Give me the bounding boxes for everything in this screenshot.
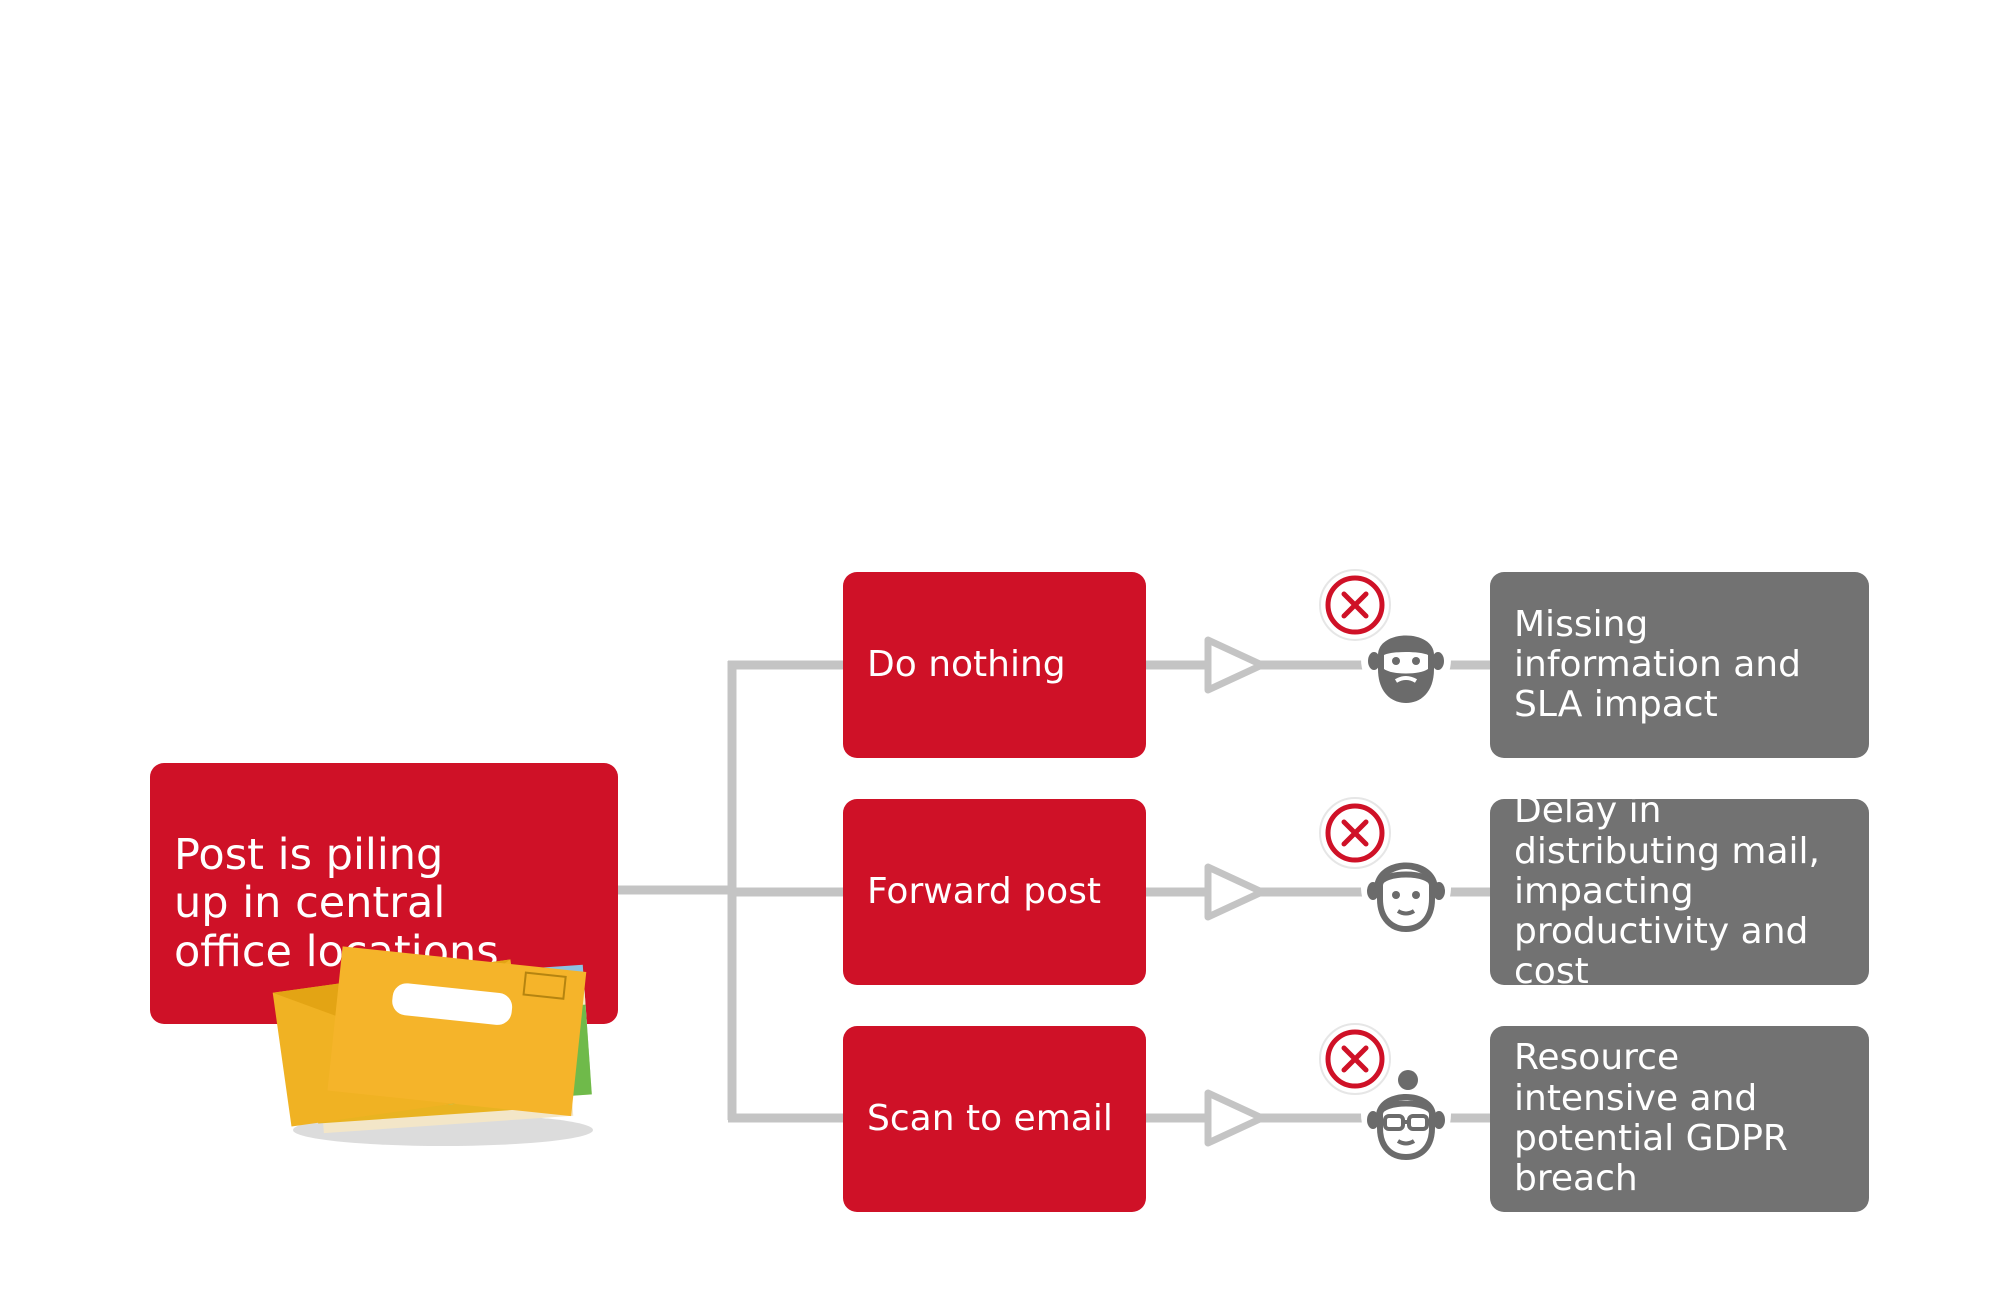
outcome-label: Delay in distributing mail, impacting pr…: [1514, 790, 1820, 993]
outcome-box-resource-intensive: Resource intensive and potential GDPR br…: [1490, 1026, 1869, 1212]
envelope-pile-icon: [272, 946, 593, 1146]
action-box-do-nothing: Do nothing: [843, 572, 1146, 758]
action-box-scan-to-email: Scan to email: [843, 1026, 1146, 1212]
x-circle-icon: [1319, 797, 1391, 869]
action-box-forward-post: Forward post: [843, 799, 1146, 985]
origin-label: Post is piling up in central office loca…: [174, 829, 499, 977]
woman-icon: [1361, 842, 1451, 933]
x-circle-icon: [1319, 1023, 1391, 1095]
outcome-label: Missing information and SLA impact: [1514, 603, 1801, 726]
bearded-man-icon: [1361, 614, 1451, 704]
action-label: Forward post: [867, 870, 1101, 912]
action-label: Do nothing: [867, 643, 1066, 685]
woman-with-glasses-icon: [1361, 1069, 1451, 1161]
triangle-arrow-icon: [1204, 1089, 1266, 1147]
outcome-box-missing-information: Missing information and SLA impact: [1490, 572, 1869, 758]
x-circle-icon: [1319, 569, 1391, 641]
outcome-box-delay: Delay in distributing mail, impacting pr…: [1490, 791, 1869, 992]
triangle-arrow-icon: [1204, 636, 1266, 694]
action-label: Scan to email: [867, 1097, 1113, 1139]
triangle-arrow-icon: [1204, 863, 1266, 921]
origin-box: Post is piling up in central office loca…: [150, 763, 618, 1024]
outcome-label: Resource intensive and potential GDPR br…: [1514, 1037, 1788, 1200]
